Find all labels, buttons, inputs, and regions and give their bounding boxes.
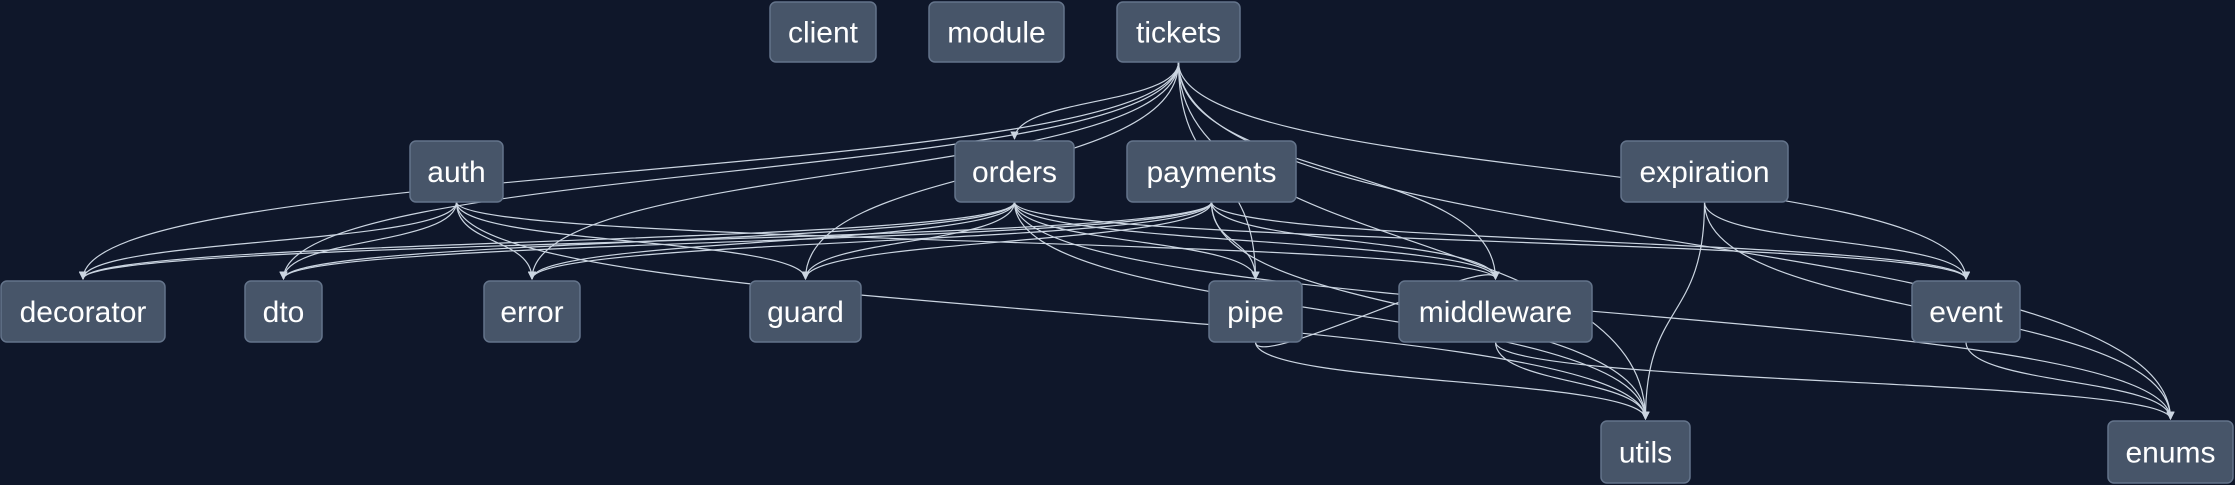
edge-orders-to-event [1013, 201, 1971, 280]
node-error[interactable]: error [483, 280, 581, 343]
node-pipe[interactable]: pipe [1208, 280, 1303, 343]
node-box [749, 280, 862, 343]
node-decorator[interactable]: decorator [0, 280, 166, 343]
node-label: middleware [1419, 296, 1572, 329]
edge-orders-to-utils [1013, 201, 1650, 420]
edge-middleware-to-enums [1494, 341, 2175, 420]
node-box [1116, 1, 1241, 63]
edge-event-to-enums [1965, 341, 2175, 420]
node-box [1126, 140, 1297, 203]
edge-orders-to-guard [801, 201, 1016, 280]
node-dto[interactable]: dto [244, 280, 323, 343]
node-box [954, 140, 1075, 203]
node-event[interactable]: event [1911, 280, 2021, 343]
edge-orders-to-decorator [78, 201, 1016, 280]
edge-payments-to-middleware [1210, 201, 1500, 280]
edge-payments-to-event [1210, 201, 1971, 280]
node-label: dto [263, 296, 305, 329]
node-label: tickets [1136, 17, 1221, 50]
node-utils[interactable]: utils [1600, 420, 1691, 484]
node-box [1208, 280, 1303, 343]
edge-payments-to-decorator [79, 201, 1213, 280]
edge-pipe-to-utils [1254, 341, 1650, 420]
edge-payments-to-error [527, 201, 1213, 280]
edge-orders-to-dto [279, 201, 1016, 280]
edge-auth-to-decorator [78, 201, 458, 280]
node-module[interactable]: module [928, 1, 1065, 63]
edge-orders-to-middleware [1013, 201, 1500, 280]
node-label: auth [427, 156, 485, 189]
node-box [2107, 420, 2234, 484]
edge-auth-to-error [455, 201, 537, 280]
node-label: payments [1146, 156, 1276, 189]
node-label: utils [1619, 437, 1672, 470]
node-client[interactable]: client [769, 1, 877, 63]
node-guard[interactable]: guard [749, 280, 862, 343]
node-label: module [947, 17, 1045, 50]
node-payments[interactable]: payments [1126, 140, 1297, 203]
node-orders[interactable]: orders [954, 140, 1075, 203]
node-label: decorator [20, 296, 147, 329]
edge-middleware-to-utils [1494, 341, 1650, 420]
node-box [244, 280, 323, 343]
edge-payments-to-dto [279, 201, 1213, 280]
node-box [0, 280, 166, 343]
edges-layer [78, 61, 2175, 420]
node-auth[interactable]: auth [409, 140, 504, 203]
node-label: client [788, 17, 859, 50]
edge-auth-to-middleware [455, 201, 1500, 280]
edge-orders-to-error [527, 201, 1016, 280]
edge-expiration-to-utils [1641, 201, 1706, 420]
node-box [409, 140, 504, 203]
node-box [1620, 140, 1789, 203]
node-box [483, 280, 581, 343]
node-enums[interactable]: enums [2107, 420, 2234, 484]
node-box [1398, 280, 1593, 343]
edge-tickets-to-event [1177, 61, 1971, 280]
edge-expiration-to-event [1703, 201, 1971, 280]
edge-tickets-to-error [527, 61, 1180, 280]
edge-orders-to-pipe [1013, 201, 1260, 280]
edge-payments-to-guard [801, 201, 1213, 280]
node-label: guard [767, 296, 844, 329]
node-box [1600, 420, 1691, 484]
edge-tickets-to-utils [1177, 61, 1650, 420]
node-label: error [500, 296, 563, 329]
node-tickets[interactable]: tickets [1116, 1, 1241, 63]
edge-auth-to-dto [279, 201, 458, 280]
edge-tickets-to-enums [1177, 61, 2175, 420]
edge-tickets-to-orders [1010, 61, 1180, 140]
edge-tickets-to-decorator [78, 61, 1180, 280]
node-label: expiration [1639, 156, 1769, 189]
node-label: event [1929, 296, 2003, 329]
edge-pipe-to-middleware [1254, 271, 1500, 348]
node-label: pipe [1227, 296, 1284, 329]
node-label: enums [2125, 437, 2215, 470]
node-box [769, 1, 877, 63]
node-middleware[interactable]: middleware [1398, 280, 1593, 343]
node-box [928, 1, 1065, 63]
node-expiration[interactable]: expiration [1620, 140, 1789, 203]
node-box [1911, 280, 2021, 343]
node-label: orders [972, 156, 1057, 189]
